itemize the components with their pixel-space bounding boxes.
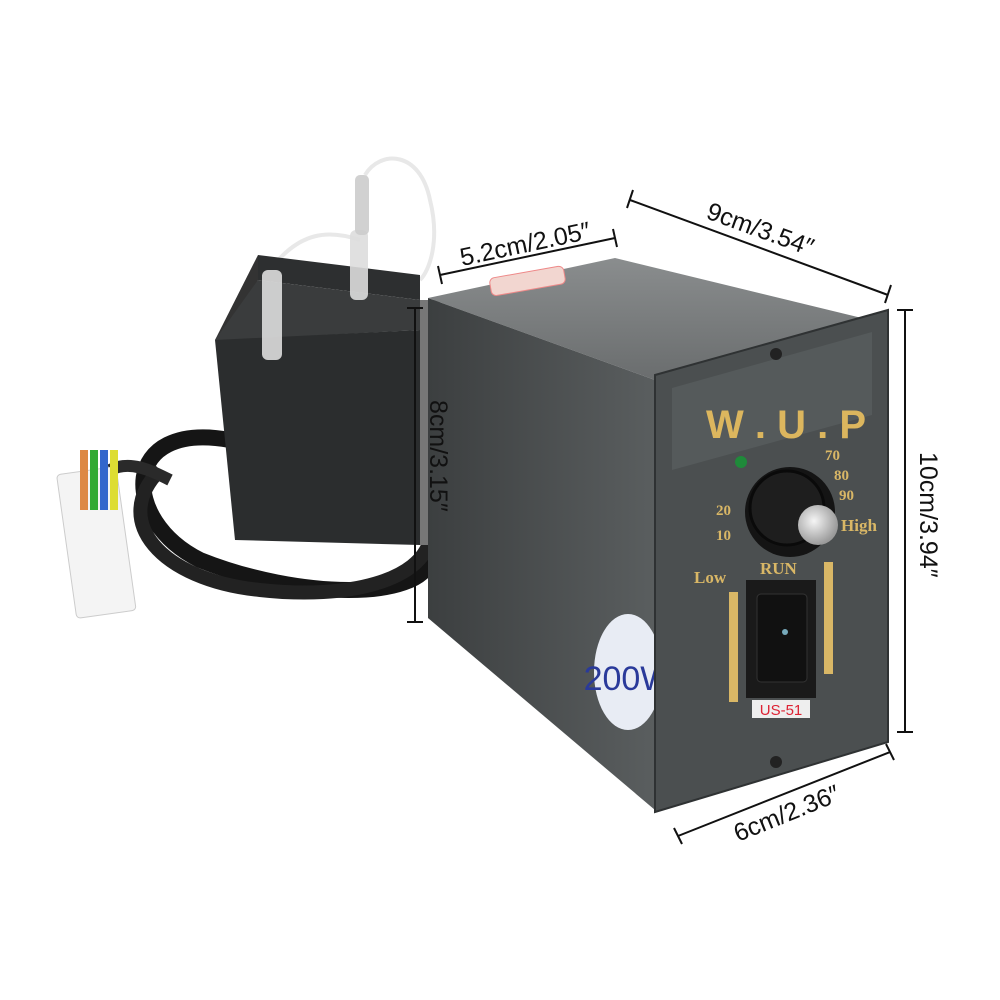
scale-90: 90 (839, 488, 854, 504)
low-label: Low (694, 568, 727, 587)
scale-10: 10 (716, 528, 731, 544)
dimension-panel-width: 6cm/2.36″ (730, 780, 844, 848)
dimension-body-height: 8cm/3.15″ (424, 400, 452, 512)
capacitor (215, 175, 440, 545)
run-label: RUN (760, 559, 798, 578)
dimension-lines (407, 189, 913, 845)
front-panel: W . U . P 10 20 70 80 90 Low High RUN US… (654, 308, 889, 814)
dimension-depth: 9cm/3.54″ (703, 197, 818, 262)
power-led (735, 456, 747, 468)
high-label: High (841, 516, 877, 535)
model-label: US-51 (760, 702, 803, 719)
dimension-panel-height: 10cm/3.94″ (914, 452, 942, 578)
scale-20: 20 (716, 503, 731, 519)
scale-80: 80 (834, 468, 849, 484)
speed-knob[interactable] (745, 467, 838, 557)
brand-logo: W . U . P (706, 403, 866, 447)
power-rocker-switch[interactable] (746, 580, 816, 698)
scale-70: 70 (825, 448, 840, 464)
dimension-capacitor-width: 5.2cm/2.05″ (457, 217, 593, 272)
wire-connector (56, 450, 137, 619)
